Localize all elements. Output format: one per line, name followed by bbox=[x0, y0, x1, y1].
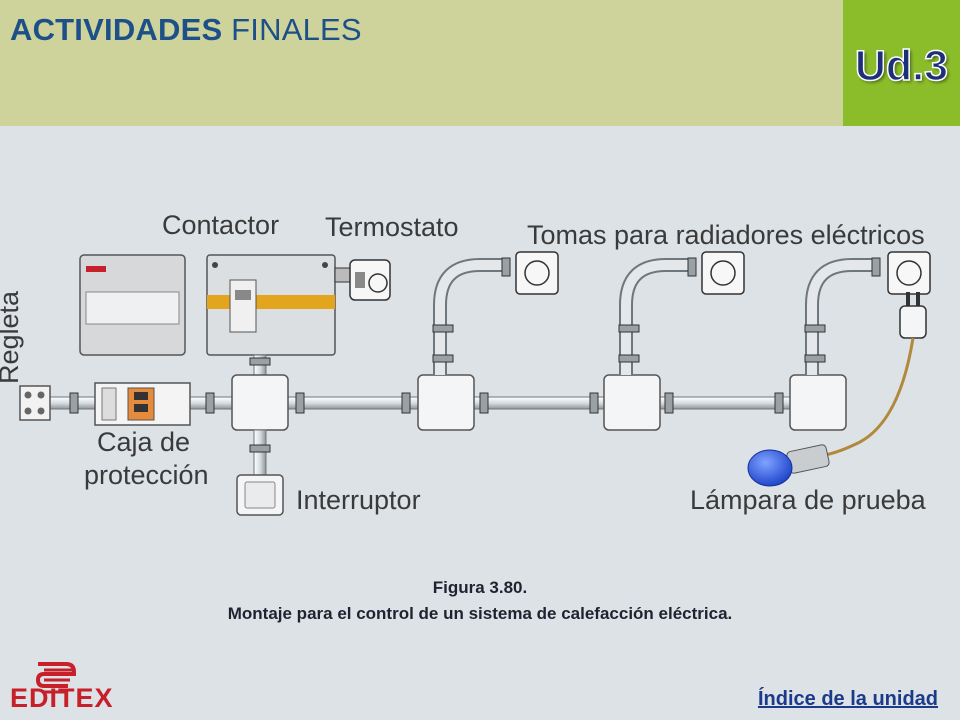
page-title: ACTIVIDADES FINALES bbox=[10, 12, 362, 48]
thermostat-icon bbox=[334, 259, 391, 301]
enclosure-icon bbox=[79, 254, 186, 356]
label-regleta: Regleta bbox=[0, 290, 25, 385]
socket-branch-3 bbox=[789, 251, 931, 431]
label-termostato: Termostato bbox=[325, 212, 459, 242]
clamp bbox=[249, 444, 271, 453]
wiring-diagram-svg bbox=[19, 251, 931, 516]
test-lamp-icon bbox=[747, 292, 927, 487]
clamp bbox=[249, 357, 271, 366]
editex-logo-text: EDITEX bbox=[10, 683, 114, 713]
page-title-bold: ACTIVIDADES bbox=[10, 12, 223, 47]
regleta-icon bbox=[19, 385, 51, 421]
label-tomas: Tomas para radiadores eléctricos bbox=[527, 220, 925, 250]
switch-icon bbox=[236, 474, 284, 516]
contactor-box-icon bbox=[206, 254, 336, 356]
socket-branch-1 bbox=[417, 251, 559, 431]
figure-number: Figura 3.80. bbox=[432, 578, 528, 597]
protection-box-icon bbox=[94, 382, 191, 426]
page-title-rest: FINALES bbox=[231, 12, 362, 47]
label-caja-1: Caja de bbox=[97, 427, 191, 457]
label-lampara: Lámpara de prueba bbox=[690, 485, 926, 515]
unit-badge: Ud.3 bbox=[843, 0, 960, 126]
label-contactor: Contactor bbox=[162, 210, 280, 240]
unit-label: Ud.3 bbox=[854, 41, 949, 91]
unit-index-link[interactable]: Índice de la unidad bbox=[757, 688, 938, 710]
socket-branch-2 bbox=[603, 251, 745, 431]
label-caja-2: protección bbox=[84, 460, 209, 490]
label-interruptor: Interruptor bbox=[296, 485, 421, 515]
header-bar: ACTIVIDADES FINALES bbox=[0, 0, 843, 126]
figure-caption: Montaje para el control de un sistema de… bbox=[227, 604, 733, 623]
junction-box-1 bbox=[231, 374, 289, 431]
editex-logo-icon bbox=[35, 662, 76, 694]
conduit-clamps bbox=[69, 392, 784, 414]
wiring-diagram: Contactor Termostato Tomas para radiador… bbox=[0, 180, 960, 560]
